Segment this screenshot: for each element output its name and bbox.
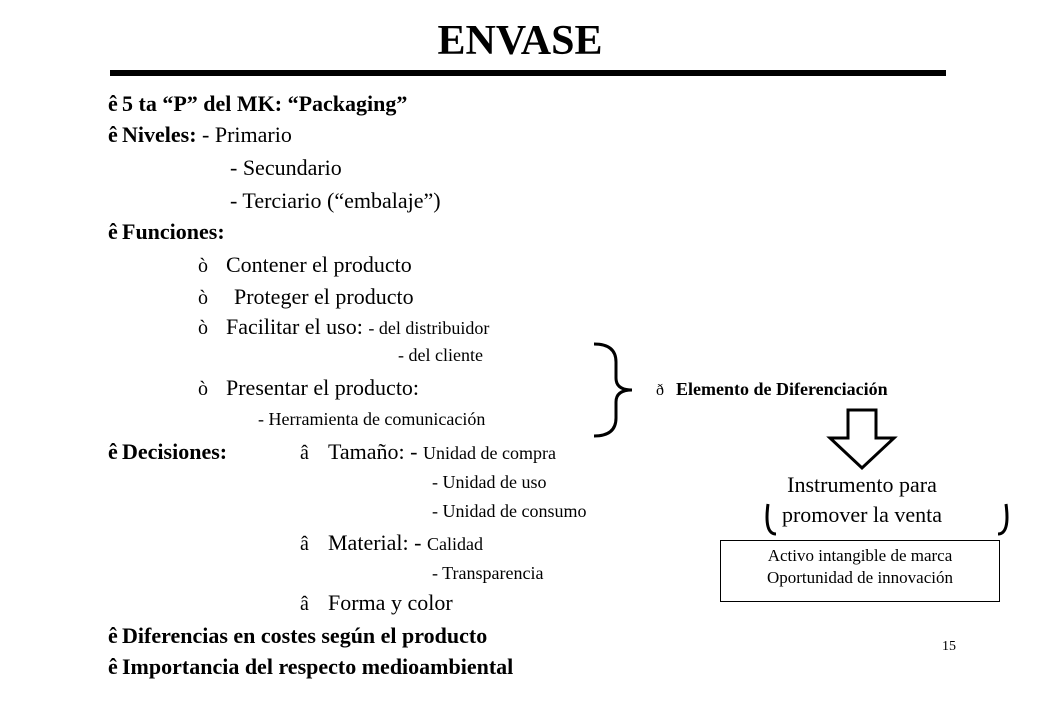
instrumento-text: Instrumento para promover la venta	[742, 470, 982, 529]
funciones-label: Funciones:	[122, 219, 225, 244]
bullet-icon: ê	[108, 439, 118, 464]
instrumento-line-1: Instrumento para	[787, 472, 937, 497]
side-arrow-icon: â	[300, 533, 309, 555]
bullet-icon: ê	[108, 122, 118, 147]
niveles-terciario: - Terciario (“embalaje”)	[230, 188, 441, 213]
info-box: Activo intangible de marca Oportunidad d…	[720, 540, 1000, 602]
box-line-2: Oportunidad de innovación	[766, 568, 953, 588]
niveles-label: Niveles:	[122, 122, 197, 147]
material-calidad: Calidad	[426, 534, 483, 554]
page-number: 15	[942, 639, 956, 654]
bullet-icon: ê	[108, 654, 118, 679]
side-arrow-icon: â	[300, 593, 309, 615]
bullet-icon: ê	[108, 219, 118, 244]
down-arrow-icon	[826, 408, 898, 471]
tamano-consumo: - Unidad de consumo	[432, 501, 587, 521]
side-arrow-icon: â	[300, 442, 309, 464]
diff-arrow-icon: ð	[656, 382, 664, 399]
niveles-secundario: - Secundario	[230, 155, 342, 180]
title-underline	[110, 70, 946, 76]
bullet-5p-text: 5 ta “P” del MK: “Packaging”	[122, 91, 408, 116]
instrumento-line-2: promover la venta	[781, 501, 943, 527]
tamano-compra: Unidad de compra	[422, 443, 556, 463]
sub-bullet-icon: ò	[198, 378, 208, 400]
sub-bullet-icon: ò	[198, 255, 208, 277]
tamano-uso: - Unidad de uso	[432, 472, 547, 492]
bullet-icon: ê	[108, 623, 118, 648]
decisiones-label: Decisiones:	[122, 439, 228, 464]
slide-title: ENVASE	[437, 18, 603, 64]
presentar-herramienta: - Herramienta de comunicación	[258, 409, 486, 429]
bottom-bracket-icon	[765, 503, 1009, 536]
bullet-icon: ê	[108, 91, 118, 116]
material-transparencia: - Transparencia	[432, 563, 544, 583]
right-brace-icon	[593, 342, 633, 438]
facilitar-distribuidor: - del distribuidor	[368, 318, 490, 338]
box-line-1: Activo intangible de marca	[767, 546, 953, 565]
sub-bullet-icon: ò	[198, 317, 208, 339]
sub-bullet-icon: ò	[198, 287, 208, 309]
niveles-primario: - Primario	[202, 122, 292, 147]
facilitar-cliente: - del cliente	[398, 345, 483, 365]
